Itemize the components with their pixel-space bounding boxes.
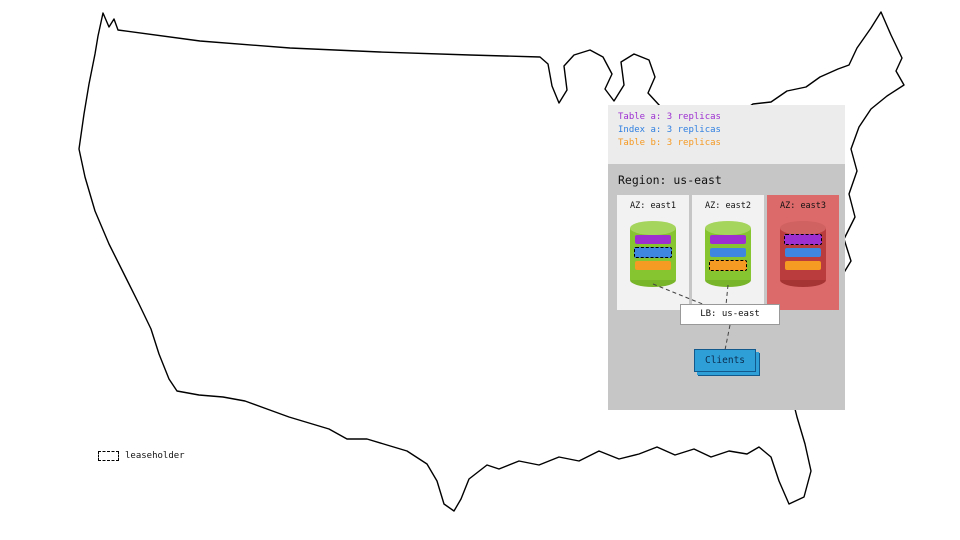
az-east2-label: AZ: east2: [704, 201, 752, 211]
az-east3: AZ: east3: [767, 195, 839, 310]
summary-line-index-a: Index a: 3 replicas: [618, 125, 721, 135]
replica-table-b: [709, 260, 747, 271]
az-east2: AZ: east2: [692, 195, 764, 310]
cylinder-top: [630, 221, 676, 235]
replica-table-b: [785, 261, 821, 270]
connector-east2-to-lb: [725, 284, 729, 306]
replica-summary-panel: Table a: 3 replicas Index a: 3 replicas …: [608, 105, 845, 164]
replica-index-a: [785, 248, 821, 257]
replica-table-a: [784, 234, 822, 245]
leaseholder-legend: leaseholder: [98, 451, 185, 461]
az-row: AZ: east1 AZ: east2: [617, 195, 839, 310]
load-balancer: LB: us-east: [680, 304, 780, 325]
az-east3-label: AZ: east3: [779, 201, 827, 211]
cylinder-top: [780, 221, 826, 235]
replica-table-a: [710, 235, 746, 244]
connector-east1-to-lb: [652, 283, 706, 306]
database-cylinder-icon: [705, 221, 751, 287]
replica-index-a: [710, 248, 746, 257]
leaseholder-legend-label: leaseholder: [125, 451, 185, 461]
summary-line-table-a: Table a: 3 replicas: [618, 112, 721, 122]
replica-index-a: [634, 247, 672, 258]
region-title: Region: us-east: [618, 173, 722, 187]
leaseholder-swatch-icon: [98, 451, 119, 461]
az-east1-label: AZ: east1: [629, 201, 677, 211]
az-east1: AZ: east1: [617, 195, 689, 310]
database-cylinder-icon: [630, 221, 676, 287]
connector-lb-to-clients: [724, 324, 731, 351]
replica-table-b: [635, 261, 671, 270]
summary-line-table-b: Table b: 3 replicas: [618, 138, 721, 148]
replica-table-a: [635, 235, 671, 244]
clients-box: Clients: [694, 349, 756, 372]
region-panel: Region: us-east AZ: east1 AZ: east2: [608, 164, 845, 410]
database-cylinder-icon: [780, 221, 826, 287]
cylinder-top: [705, 221, 751, 235]
connector-lines: [652, 283, 731, 351]
